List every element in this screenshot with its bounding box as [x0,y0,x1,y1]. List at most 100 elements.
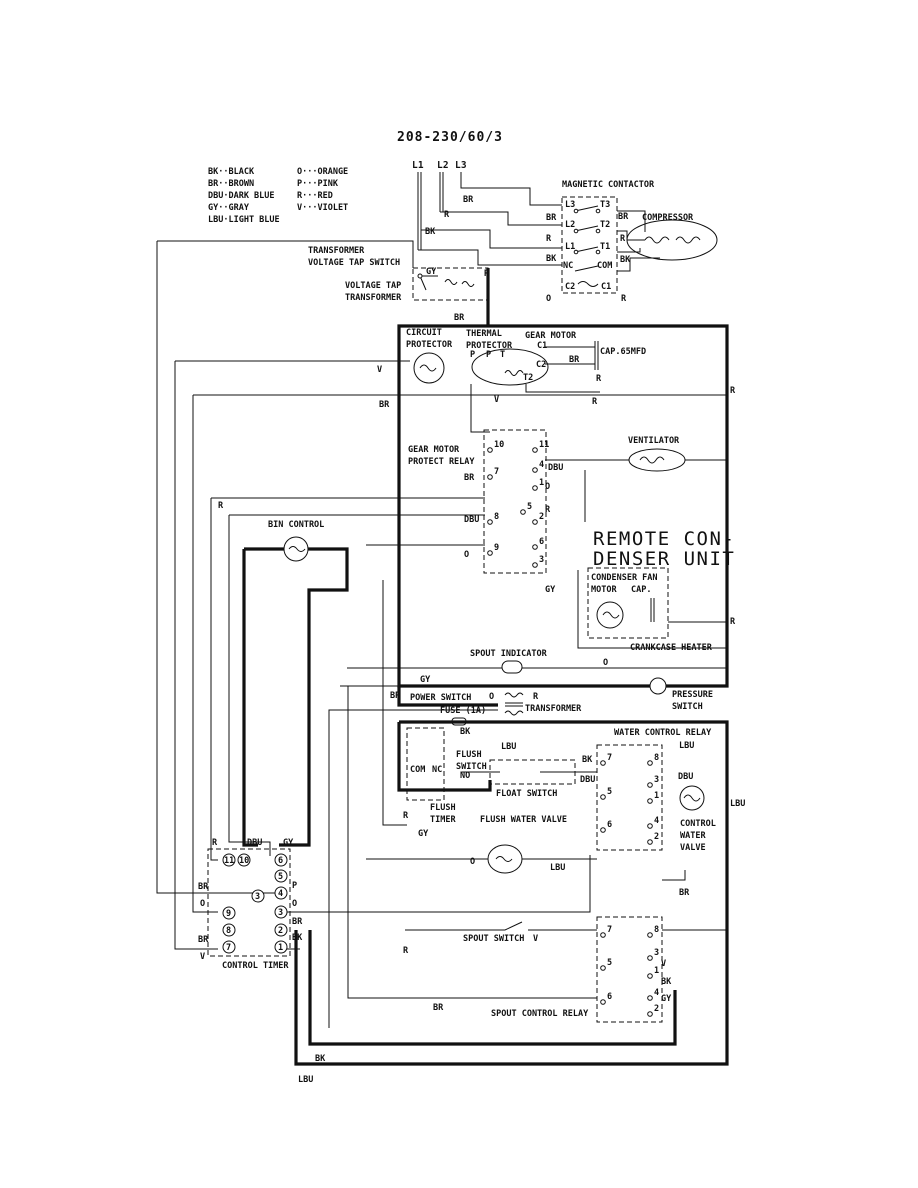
control-timer-box [207,848,291,957]
timer-terminal-10-ring [222,940,236,954]
wcr-terminal-0-pin [600,760,606,766]
flush-switch-label-2: SWITCH [456,762,487,772]
legend-dark-blue: DBU·DARK BLUE [208,191,275,201]
scr-terminal-4-pin [647,973,653,979]
terminal-t3: T3 [600,200,610,210]
wcr-label: WATER CONTROL RELAY [614,728,712,738]
wire-label-r-19: R [730,386,736,396]
wire-label-o-54: O [292,899,297,909]
gmpr-terminal-1-pin [532,447,538,453]
wire-label-bk-37: BK [582,755,593,765]
cwv-label-2: WATER [680,831,706,841]
wcr-box [596,744,663,851]
scr-terminal-6-label: 4 [654,988,659,998]
magnetic-contactor-label: MAGNETIC CONTACTOR [562,180,655,190]
gmpr-terminal-2-pin [487,474,493,480]
scr-terminal-1-label: 8 [654,925,659,935]
wire-label-br-13: BR [454,313,465,323]
wire-label-o-33: O [489,692,494,702]
wire-label-r-8: R [620,234,626,244]
terminal-c1: C1 [601,282,611,292]
wire-label-gy-11: GY [426,267,437,277]
wire-label-v-58: V [533,934,538,944]
wire-label-p-53: P [292,881,297,891]
wire-label-dbu-47: DBU [247,838,262,848]
timer-terminal-8-label: 8 [226,926,231,936]
timer-terminal-11-ring [274,940,288,954]
wire-label-br-16: BR [569,355,580,365]
legend-pink: P···PINK [297,179,339,189]
transformer-label: TRANSFORMER [525,704,582,714]
gmpr-terminal-8-label: 6 [539,537,544,547]
gear-motor-t2: T2 [523,373,533,383]
timer-terminal-1-label: 10 [239,856,249,866]
timer-terminal-4-label: 3 [255,892,260,902]
scr-terminal-0-pin [600,932,606,938]
wire-label-br-1: BR [463,195,474,205]
wire-label-r-2: R [444,210,450,220]
terminal-c2: C2 [565,282,575,292]
timer-terminal-2-ring [274,853,288,867]
gmpr-terminal-7-label: 8 [494,512,499,522]
float-switch-label: FLOAT SWITCH [496,789,557,799]
wire-label-lbu-45: LBU [550,863,565,873]
timer-terminal-0-label: 11 [224,856,234,866]
wire-label-r-17: R [596,374,602,384]
legend-light-blue: LBU·LIGHT BLUE [208,215,280,225]
gear-motor-label: GEAR MOTOR [525,331,577,341]
wire-label-dbu-22: DBU [548,463,563,473]
circuit-protector-label-1: CIRCUIT [406,328,442,338]
scr-box [596,916,663,1023]
timer-terminal-7-label: 3 [278,908,283,918]
gmpr-terminal-7-pin [487,519,493,525]
power-switch-transformer: POWER SWITCH FUSE (1A) TRANSFORMER [410,692,582,726]
tap-transformer-box [412,267,489,301]
spout-control-relay-label: SPOUT CONTROL RELAY [491,1009,589,1019]
wire-label-dbu-38: DBU [580,775,595,785]
scr-terminal-6-pin [647,995,653,1001]
contactor-box [561,196,618,294]
thermal-protector-label-1: THERMAL [466,329,502,339]
gear-motor: THERMAL PROTECTOR GEAR MOTOR C1 C2 T2 CA… [466,329,646,433]
wire-label-lbu-65: LBU [298,1075,313,1085]
wire-label-o-26: O [464,550,469,560]
flush-no: NO [460,771,470,781]
wire-label-v-14: V [377,365,382,375]
wire-label-v-60: V [661,959,666,969]
wire-label-bk-0: BK [425,227,436,237]
line-l2: L2 [437,160,449,171]
condenser-cap-label: CAP. [631,585,651,595]
wire-label-o-23: O [545,482,550,492]
legend-gray: GY··GRAY [208,203,250,213]
wire-label-gy-31: GY [420,675,431,685]
control-water-valve: CONTROL WATER VALVE [679,785,716,853]
wcr-terminal-2-label: 5 [607,787,612,797]
power-lines: L1 L2 L3 [412,160,562,266]
diagram-title: 208-230/60/3 [397,130,503,145]
crankcase-heater-label: CRANKCASE HEATER [630,643,713,653]
gmpr-label-2: PROTECT RELAY [408,457,475,467]
gmpr-terminal-3-pin [532,467,538,473]
timer-terminal-6-ring [222,906,236,920]
wire-label-lbu-36: LBU [501,742,516,752]
remote-condenser-label-2: DENSER UNIT [593,548,735,570]
wire-label-lbu-41: LBU [730,799,745,809]
flush-nc: NC [432,765,442,775]
wire-label-br-51: BR [198,935,209,945]
line-l3: L3 [455,160,467,171]
timer-terminal-1-ring [237,853,251,867]
wire-label-bk-35: BK [460,727,471,737]
magnetic-contactor: MAGNETIC CONTACTOR L3 L2 L1 NC T3 T2 T1 … [561,180,655,294]
compressor: COMPRESSOR [617,210,718,272]
bin-control: BIN CONTROL [242,520,349,847]
scr-terminal-5-pin [600,999,606,1005]
wcr-terminal-3-label: 3 [654,775,659,785]
scr-terminal-5-label: 6 [607,992,612,1002]
timer-terminal-2-label: 6 [278,856,283,866]
gmpr-terminal-5-label: 5 [527,502,532,512]
wire-label-r-4: R [546,234,552,244]
flush-water-valve: FLUSH WATER VALVE [366,815,597,874]
gear-motor-c2: C2 [536,360,546,370]
